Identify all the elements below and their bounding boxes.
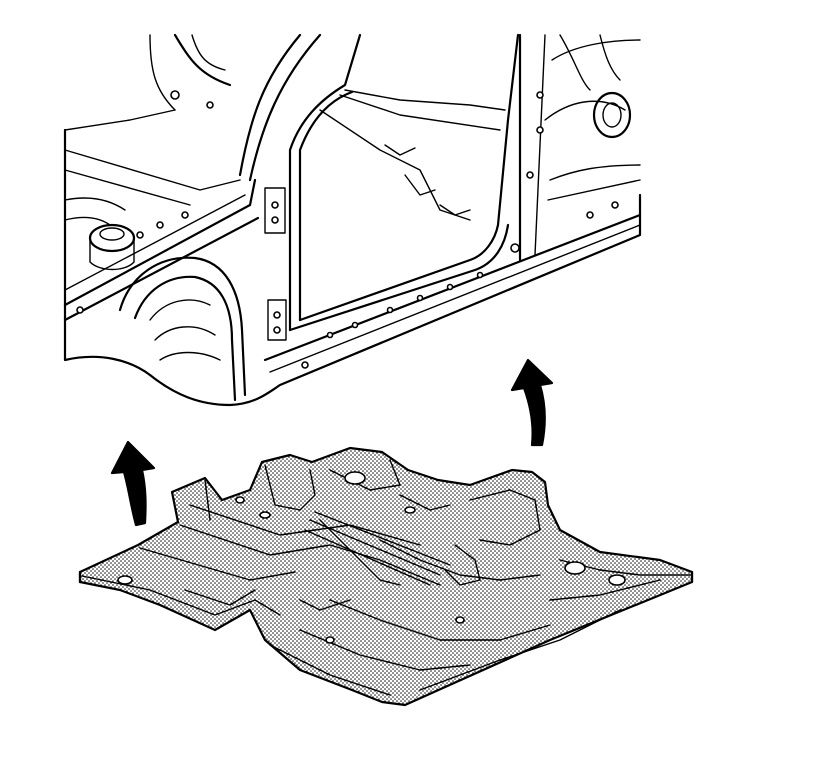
upper-body-shell [63, 33, 642, 407]
lift-arrow-left [110, 440, 156, 527]
curved-up-arrow-icon [110, 440, 156, 527]
lift-arrow-right [510, 358, 554, 447]
floor-pan [78, 446, 694, 707]
curved-up-arrow-icon [510, 358, 554, 447]
